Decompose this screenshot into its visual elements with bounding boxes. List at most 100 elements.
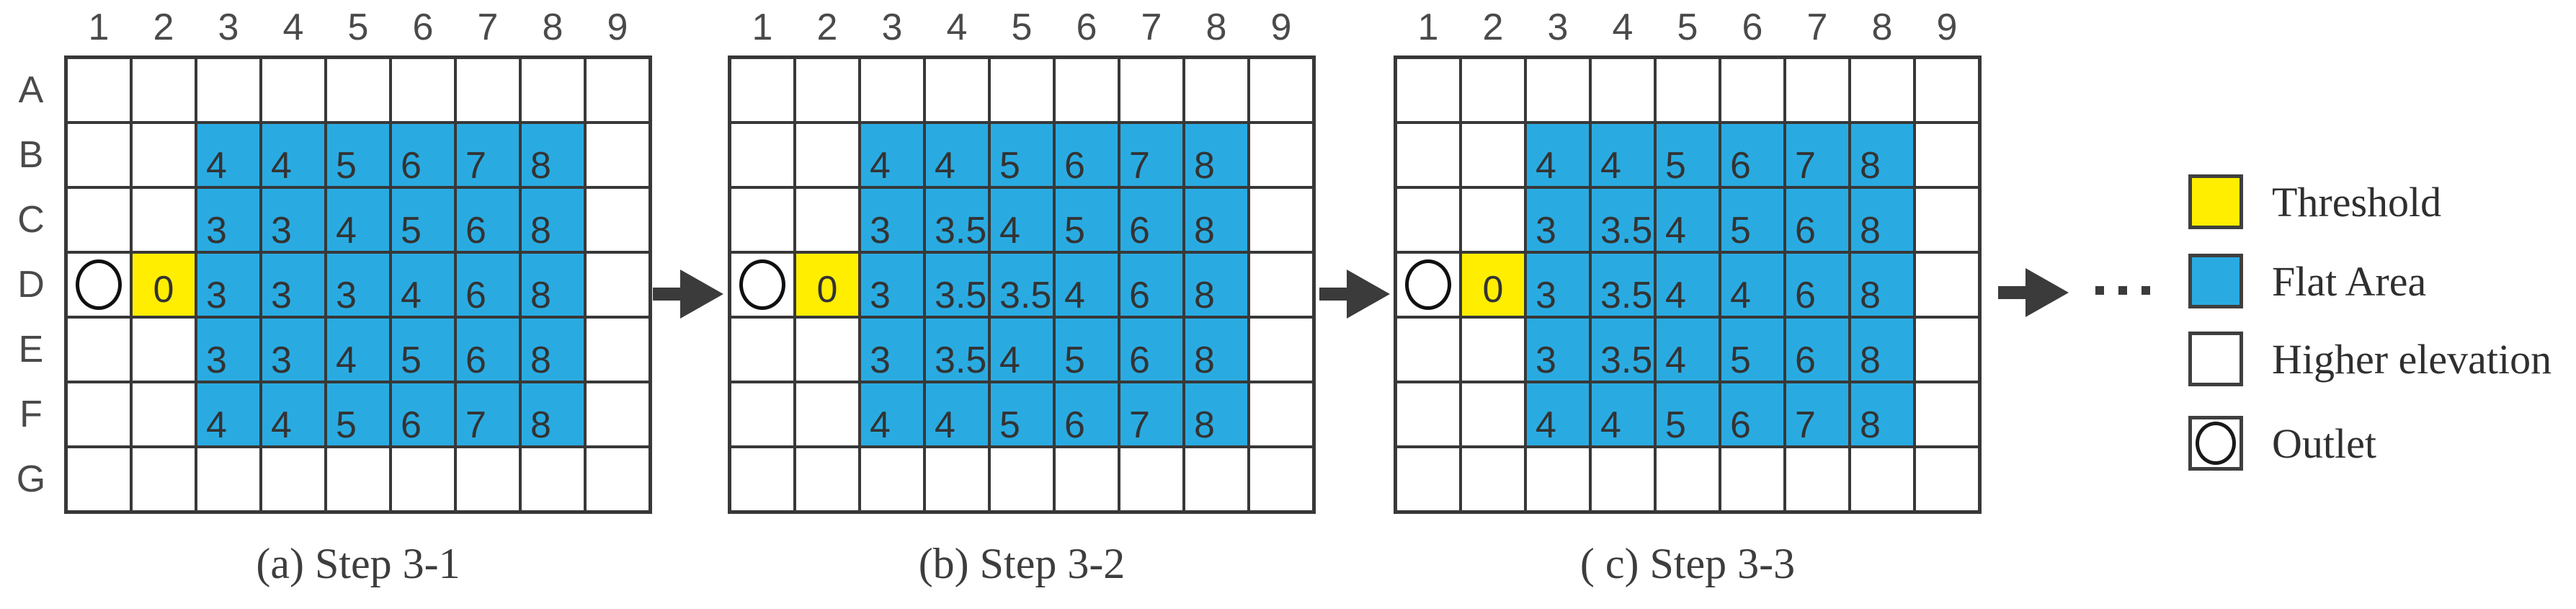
cell-C3: 3 <box>196 187 261 252</box>
cell-value-D8: 8 <box>530 275 551 316</box>
cell-value-F3: 4 <box>206 404 227 446</box>
cell-E7: 6 <box>1119 317 1184 382</box>
cell-G2 <box>795 447 860 512</box>
cell-F5: 5 <box>1655 382 1720 447</box>
cell-D4: 3.5 <box>1590 252 1655 317</box>
cell-value-D5: 4 <box>1665 275 1686 316</box>
outlet-circle <box>76 259 122 310</box>
cell-E1 <box>730 317 795 382</box>
cell-value-F5: 5 <box>336 404 357 446</box>
cell-value-E7: 6 <box>1795 339 1816 381</box>
cell-F8: 8 <box>1850 382 1915 447</box>
cell-C2 <box>1461 187 1525 252</box>
cell-value-C4: 3 <box>271 210 292 252</box>
cell-F8: 8 <box>1184 382 1249 447</box>
cell-A7 <box>455 58 520 123</box>
cell-value-D7: 6 <box>465 275 486 316</box>
cell-D4: 3 <box>261 252 326 317</box>
legend-label-threshold: Threshold <box>2272 178 2442 226</box>
cell-C4: 3.5 <box>1590 187 1655 252</box>
cell-value-C3: 3 <box>870 210 891 252</box>
cell-E1 <box>1396 317 1461 382</box>
cell-E4: 3.5 <box>1590 317 1655 382</box>
cell-B3: 4 <box>196 123 261 187</box>
cell-A3 <box>860 58 924 123</box>
cell-value-D6: 4 <box>401 275 422 316</box>
cell-C5: 4 <box>989 187 1054 252</box>
row-label-B: B <box>18 134 44 176</box>
cell-value-E8: 8 <box>530 339 551 381</box>
cell-value-C7: 6 <box>465 210 486 252</box>
cell-F9 <box>1249 382 1314 447</box>
cell-D1 <box>1396 252 1461 317</box>
cell-value-D8: 8 <box>1194 275 1215 316</box>
cell-C4: 3 <box>261 187 326 252</box>
cell-value-C8: 8 <box>1194 210 1215 252</box>
cell-E7: 6 <box>1785 317 1850 382</box>
cell-B5: 5 <box>1655 123 1720 187</box>
row-label-C: C <box>17 199 45 241</box>
cell-value-C3: 3 <box>206 210 227 252</box>
cell-E6: 5 <box>1054 317 1119 382</box>
cell-G6 <box>1054 447 1119 512</box>
cell-B3: 4 <box>1525 123 1590 187</box>
cell-D5: 3.5 <box>989 252 1054 317</box>
legend-label-flat: Flat Area <box>2272 257 2427 305</box>
cell-G5 <box>989 447 1054 512</box>
row-label-F: F <box>19 394 43 435</box>
cell-G9 <box>1249 447 1314 512</box>
cell-C1 <box>1396 187 1461 252</box>
outlet-circle <box>739 259 785 310</box>
cell-D6: 4 <box>391 252 455 317</box>
cell-A5 <box>989 58 1054 123</box>
cell-D3: 3 <box>1525 252 1590 317</box>
outlet-circle <box>1405 259 1451 310</box>
cell-A2 <box>795 58 860 123</box>
cell-G7 <box>1785 447 1850 512</box>
ellipsis-dot-3 <box>2142 286 2150 295</box>
cell-C7: 6 <box>1119 187 1184 252</box>
cell-F8: 8 <box>520 382 585 447</box>
column-header-7: 7 <box>1141 6 1162 48</box>
cell-D7: 6 <box>1119 252 1184 317</box>
cell-F2 <box>1461 382 1525 447</box>
cell-value-F8: 8 <box>530 404 551 446</box>
cell-B5: 5 <box>326 123 391 187</box>
cell-F3: 4 <box>196 382 261 447</box>
cell-value-F3: 4 <box>870 404 891 446</box>
cell-A6 <box>1054 58 1119 123</box>
cell-B8: 8 <box>520 123 585 187</box>
cell-G9 <box>1915 447 1979 512</box>
legend-swatch-higher-elevation <box>2188 332 2243 386</box>
cell-value-F5: 5 <box>1665 404 1686 446</box>
cell-C6: 5 <box>391 187 455 252</box>
cell-A8 <box>1850 58 1915 123</box>
cell-B1 <box>730 123 795 187</box>
cell-value-D3: 3 <box>870 275 891 316</box>
cell-F3: 4 <box>1525 382 1590 447</box>
cell-value-C6: 5 <box>1064 210 1085 252</box>
cell-G3 <box>196 447 261 512</box>
cell-B1 <box>66 123 131 187</box>
cell-value-D2: 0 <box>816 269 838 311</box>
cell-C8: 8 <box>1850 187 1915 252</box>
cell-G2 <box>131 447 196 512</box>
cell-D8: 8 <box>520 252 585 317</box>
cell-value-E6: 5 <box>1730 339 1751 381</box>
cell-value-D8: 8 <box>1860 275 1881 316</box>
row-label-G: G <box>16 458 46 500</box>
cell-D8: 8 <box>1850 252 1915 317</box>
cell-F6: 6 <box>391 382 455 447</box>
cell-D1 <box>66 252 131 317</box>
cell-E2 <box>795 317 860 382</box>
cell-value-D7: 6 <box>1129 275 1150 316</box>
cell-C9 <box>1915 187 1979 252</box>
cell-value-D2: 0 <box>1482 269 1504 311</box>
cell-G1 <box>66 447 131 512</box>
panel-caption-a: (a) Step 3-1 <box>256 540 460 587</box>
cell-C3: 3 <box>1525 187 1590 252</box>
cell-value-D2: 0 <box>153 269 174 311</box>
column-header-8: 8 <box>1871 6 1893 48</box>
cell-B4: 4 <box>1590 123 1655 187</box>
